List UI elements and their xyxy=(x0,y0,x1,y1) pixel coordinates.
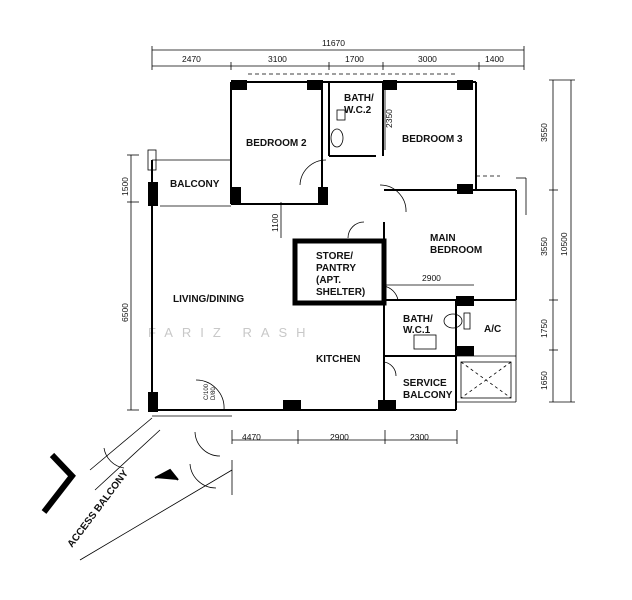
room-bath1-line2: W.C.1 xyxy=(403,325,431,336)
room-main-bedroom-line1: MAIN xyxy=(430,233,456,244)
structural-columns xyxy=(148,80,474,412)
room-bedroom2: BEDROOM 2 xyxy=(246,138,307,149)
room-ac: A/C xyxy=(484,324,501,335)
room-kitchen: KITCHEN xyxy=(316,354,360,365)
dim-top-0: 2470 xyxy=(182,54,201,64)
dim-left-small: 1100 xyxy=(270,213,280,232)
dim-right-2: 1750 xyxy=(539,319,549,338)
dim-bottom-2: 2300 xyxy=(410,432,429,442)
watermark: FARIZ RASH xyxy=(148,325,315,340)
dim-overall-width: 11670 xyxy=(322,38,345,48)
room-bath1-line1: BATH/ xyxy=(403,314,433,325)
room-living-dining: LIVING/DINING xyxy=(173,294,244,305)
dim-bottom-0: 4470 xyxy=(242,432,261,442)
room-store-line4: SHELTER) xyxy=(316,287,365,298)
dim-bath2-depth: 2350 xyxy=(384,109,394,128)
dim-top-1: 3100 xyxy=(268,54,287,64)
door-note-1: C/100 xyxy=(204,383,210,400)
dim-bottom-1: 2900 xyxy=(330,432,349,442)
room-balcony: BALCONY xyxy=(170,179,220,190)
room-bath2-line2: W.C.2 xyxy=(344,105,372,116)
dim-left-0: 1500 xyxy=(120,177,130,196)
dim-top-2: 1700 xyxy=(345,54,364,64)
dim-right-total: 10500 xyxy=(559,232,569,256)
room-access-balcony: ACCESS BALCONY xyxy=(66,468,131,550)
dimension-labels: 11670 2470 3100 1700 3000 1400 3550 3550… xyxy=(120,38,569,442)
room-service-balcony-line1: SERVICE xyxy=(403,378,447,389)
dimension-lines xyxy=(127,46,575,444)
dim-left-1: 6500 xyxy=(120,303,130,322)
dim-right-1: 3550 xyxy=(539,237,549,256)
room-main-bedroom-line2: BEDROOM xyxy=(430,245,482,256)
dim-right-3: 1650 xyxy=(539,371,549,390)
room-service-balcony-line2: BALCONY xyxy=(403,390,453,401)
room-store-line2: PANTRY xyxy=(316,263,356,274)
room-store-line3: (APT. xyxy=(316,275,341,286)
room-bath2-line1: BATH/ xyxy=(344,93,374,104)
room-store-line1: STORE/ xyxy=(316,251,353,262)
room-bedroom3: BEDROOM 3 xyxy=(402,134,463,145)
dim-top-3: 3000 xyxy=(418,54,437,64)
dim-right-0: 3550 xyxy=(539,123,549,142)
door-note-2: D/80 xyxy=(211,387,217,400)
dim-top-4: 1400 xyxy=(485,54,504,64)
door-swings xyxy=(103,109,471,489)
dim-main-bed-width: 2900 xyxy=(422,273,441,283)
